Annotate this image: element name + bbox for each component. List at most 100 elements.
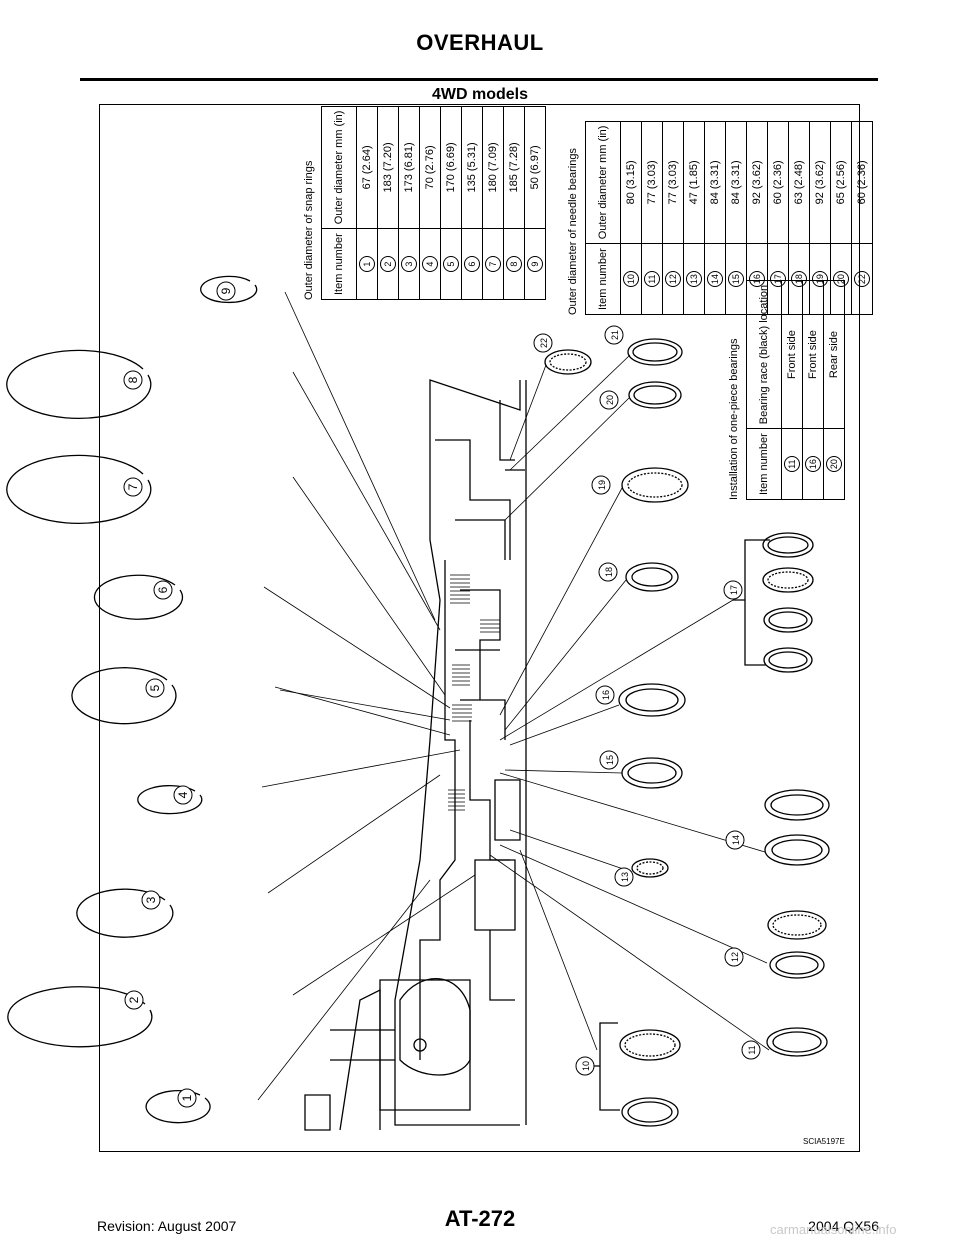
footer-page-number: AT-272 (444, 1206, 516, 1231)
callout-9 (216, 281, 236, 301)
figure-frame (99, 104, 860, 1152)
item-number: 22 (854, 271, 870, 288)
callout-11 (741, 1040, 761, 1060)
value-cell: 60 (2.36) (767, 121, 789, 244)
item-number-cell: 11 (641, 243, 663, 315)
callout-6 (153, 580, 173, 600)
col-header-item: Item number (321, 228, 357, 300)
callout-label-13: 13 (620, 872, 630, 882)
callout-label-5: 5 (148, 684, 162, 691)
item-number: 3 (401, 256, 417, 273)
callout-10 (575, 1056, 595, 1076)
item-number: 4 (422, 256, 438, 273)
col-header-value: Outer diameter mm (in) (321, 106, 357, 229)
callout-20 (599, 390, 619, 410)
item-number: 11 (644, 271, 660, 288)
callout-3 (141, 890, 161, 910)
table-row: 14 84 (3.31) (704, 121, 726, 315)
item-number: 8 (506, 256, 522, 273)
item-number: 16 (805, 456, 821, 473)
value-cell: Front side (802, 280, 824, 429)
value-cell: Front side (781, 280, 803, 429)
callout-19 (591, 475, 611, 495)
item-number-cell: 7 (482, 228, 504, 300)
item-number: 2 (380, 256, 396, 273)
one-piece-bearing-table: Item number Bearing race (black) locatio… (746, 280, 845, 500)
callout-label-12: 12 (730, 952, 740, 962)
callout-16 (595, 685, 615, 705)
value-cell: 173 (6.81) (398, 106, 420, 229)
item-number-cell: 16 (802, 428, 824, 500)
col-header-item: Item number (585, 243, 621, 315)
needle-bearing-table-title: Outer diameter of needle bearings (567, 148, 579, 315)
callout-2 (124, 990, 144, 1010)
callout-1 (177, 1088, 197, 1108)
value-cell: 70 (2.76) (419, 106, 441, 229)
value-cell: 185 (7.28) (503, 106, 525, 229)
snap-ring-7 (6, 454, 152, 525)
item-number-cell: 3 (398, 228, 420, 300)
one-piece-bearing-table-title: Installation of one-piece bearings (728, 338, 740, 500)
item-number: 10 (623, 271, 639, 288)
col-header-value: Outer diameter mm (in) (585, 121, 621, 244)
callout-14 (725, 830, 745, 850)
callout-label-20: 20 (605, 395, 615, 405)
callout-label-11: 11 (747, 1045, 757, 1054)
value-cell: 170 (6.69) (440, 106, 462, 229)
item-number-cell: 9 (524, 228, 546, 300)
item-number-cell: 5 (440, 228, 462, 300)
value-cell: 180 (7.09) (482, 106, 504, 229)
col-header-value: Bearing race (black) location (746, 280, 782, 429)
value-cell: 60 (2.36) (851, 121, 873, 244)
item-number-cell: 6 (461, 228, 483, 300)
callout-label-1: 1 (180, 1094, 194, 1101)
header-rule (80, 78, 878, 81)
callout-label-7: 7 (126, 483, 140, 490)
table-row: 3 173 (6.81) (398, 106, 420, 300)
value-cell: 80 (3.15) (620, 121, 642, 244)
snap-ring-9 (200, 275, 258, 304)
callout-label-10: 10 (581, 1061, 591, 1071)
callout-15 (599, 750, 619, 770)
item-number-cell: 13 (683, 243, 705, 315)
item-number-cell: 14 (704, 243, 726, 315)
item-number: 14 (707, 271, 723, 288)
callout-label-15: 15 (605, 755, 615, 765)
value-cell: 84 (3.31) (725, 121, 747, 244)
snap-ring-2 (7, 986, 153, 1048)
callout-label-21: 21 (610, 330, 620, 340)
table-row: 7 180 (7.09) (482, 106, 504, 300)
callout-12 (724, 947, 744, 967)
callout-18 (598, 562, 618, 582)
value-cell: 92 (3.62) (809, 121, 831, 244)
page-title: OVERHAUL (416, 30, 544, 55)
callout-label-19: 19 (597, 480, 607, 490)
value-cell: 77 (3.03) (641, 121, 663, 244)
table-row: 22 60 (2.36) (851, 121, 873, 315)
item-number: 7 (485, 256, 501, 273)
item-number-cell: 10 (620, 243, 642, 315)
item-number-cell: 15 (725, 243, 747, 315)
table-row: 8 185 (7.28) (503, 106, 525, 300)
value-cell: 84 (3.31) (704, 121, 726, 244)
callout-label-4: 4 (176, 791, 190, 798)
watermark: carmanualsonline.info (770, 1222, 897, 1237)
snap-ring-table-title: Outer diameter of snap rings (303, 160, 315, 300)
table-row: 4 70 (2.76) (419, 106, 441, 300)
item-number-cell: 4 (419, 228, 441, 300)
callout-22 (533, 333, 553, 353)
callout-8 (123, 370, 143, 390)
value-cell: 135 (5.31) (461, 106, 483, 229)
value-cell: 65 (2.56) (830, 121, 852, 244)
item-number: 20 (826, 456, 842, 473)
value-cell: 67 (2.64) (356, 106, 378, 229)
table-row: 16 Front side (802, 280, 824, 500)
figure-code: SCIA5197E (803, 1137, 845, 1146)
